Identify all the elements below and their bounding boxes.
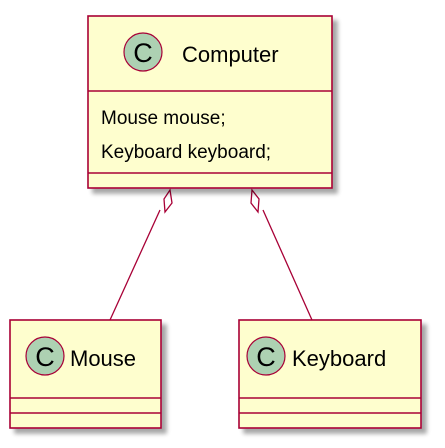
class-keyboard[interactable]: C Keyboard <box>238 319 422 429</box>
class-computer[interactable]: C Computer Mouse mouse; Keyboard keyboar… <box>87 15 333 189</box>
class-name: Keyboard <box>292 346 386 371</box>
aggregation-diamond <box>163 188 173 214</box>
class-stereotype-icon <box>123 32 163 72</box>
aggregation-diamond <box>250 188 260 214</box>
class-stereotype-icon <box>25 336 65 376</box>
class-box <box>9 319 162 429</box>
class-mouse[interactable]: C Mouse <box>9 319 162 429</box>
class-stereotype-letter: C <box>133 38 153 68</box>
class-stereotype-icon <box>246 336 286 376</box>
class-field: Mouse mouse; <box>101 108 226 129</box>
relation-computer-mouse <box>109 188 173 321</box>
class-stereotype-letter: C <box>256 342 276 372</box>
relation-line <box>262 209 313 321</box>
relation-line <box>109 209 161 321</box>
class-name: Mouse <box>70 346 136 371</box>
class-field: Keyboard keyboard; <box>101 142 271 163</box>
relation-computer-keyboard <box>250 188 313 321</box>
class-stereotype-letter: C <box>35 342 55 372</box>
class-name: Computer <box>182 42 279 67</box>
